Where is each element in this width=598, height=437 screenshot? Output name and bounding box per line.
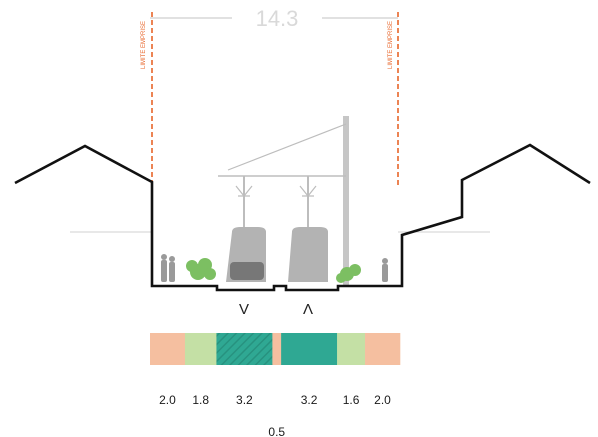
plant-left (186, 258, 216, 280)
strip-bar (150, 333, 401, 365)
total-width-dimension: 14.3 (150, 6, 398, 31)
direction-left: V (239, 301, 249, 318)
catenary-wire-upper (227, 123, 347, 171)
pantograph-right (299, 185, 317, 197)
ground-profile (14, 143, 591, 292)
tram-left (226, 227, 266, 282)
strip-value-label: 1.6 (343, 393, 360, 407)
limit-label-left: LIMITE EMPRISE (141, 21, 147, 69)
pantograph-left (235, 185, 253, 197)
strip-segment (337, 333, 366, 365)
strip-value-label: 0.5 (268, 425, 285, 437)
tram-right (288, 227, 328, 282)
strip-segment (216, 333, 273, 365)
strip-value-label: 3.2 (301, 393, 318, 407)
catenary-mast (343, 116, 349, 286)
strip-segment (150, 333, 186, 365)
plant-right (336, 264, 361, 283)
strip-segment (272, 333, 282, 365)
pedestrian-right (382, 258, 388, 282)
strip-segment (184, 333, 217, 365)
limit-label-right: LIMITE EMPRISE (388, 21, 394, 69)
catenary (218, 116, 349, 286)
strip-segment (365, 333, 401, 365)
total-width-label: 14.3 (256, 6, 299, 31)
strip-labels: 2.0 1.8 3.2 0.5 3.2 1.6 2.0 (159, 393, 391, 437)
strip-segment (281, 333, 338, 365)
strip-value-label: 2.0 (374, 393, 391, 407)
pedestrians-left (161, 254, 175, 282)
direction-right: Λ (303, 301, 313, 318)
strip-value-label: 2.0 (159, 393, 176, 407)
strip-value-label: 3.2 (236, 393, 253, 407)
strip-value-label: 1.8 (192, 393, 209, 407)
